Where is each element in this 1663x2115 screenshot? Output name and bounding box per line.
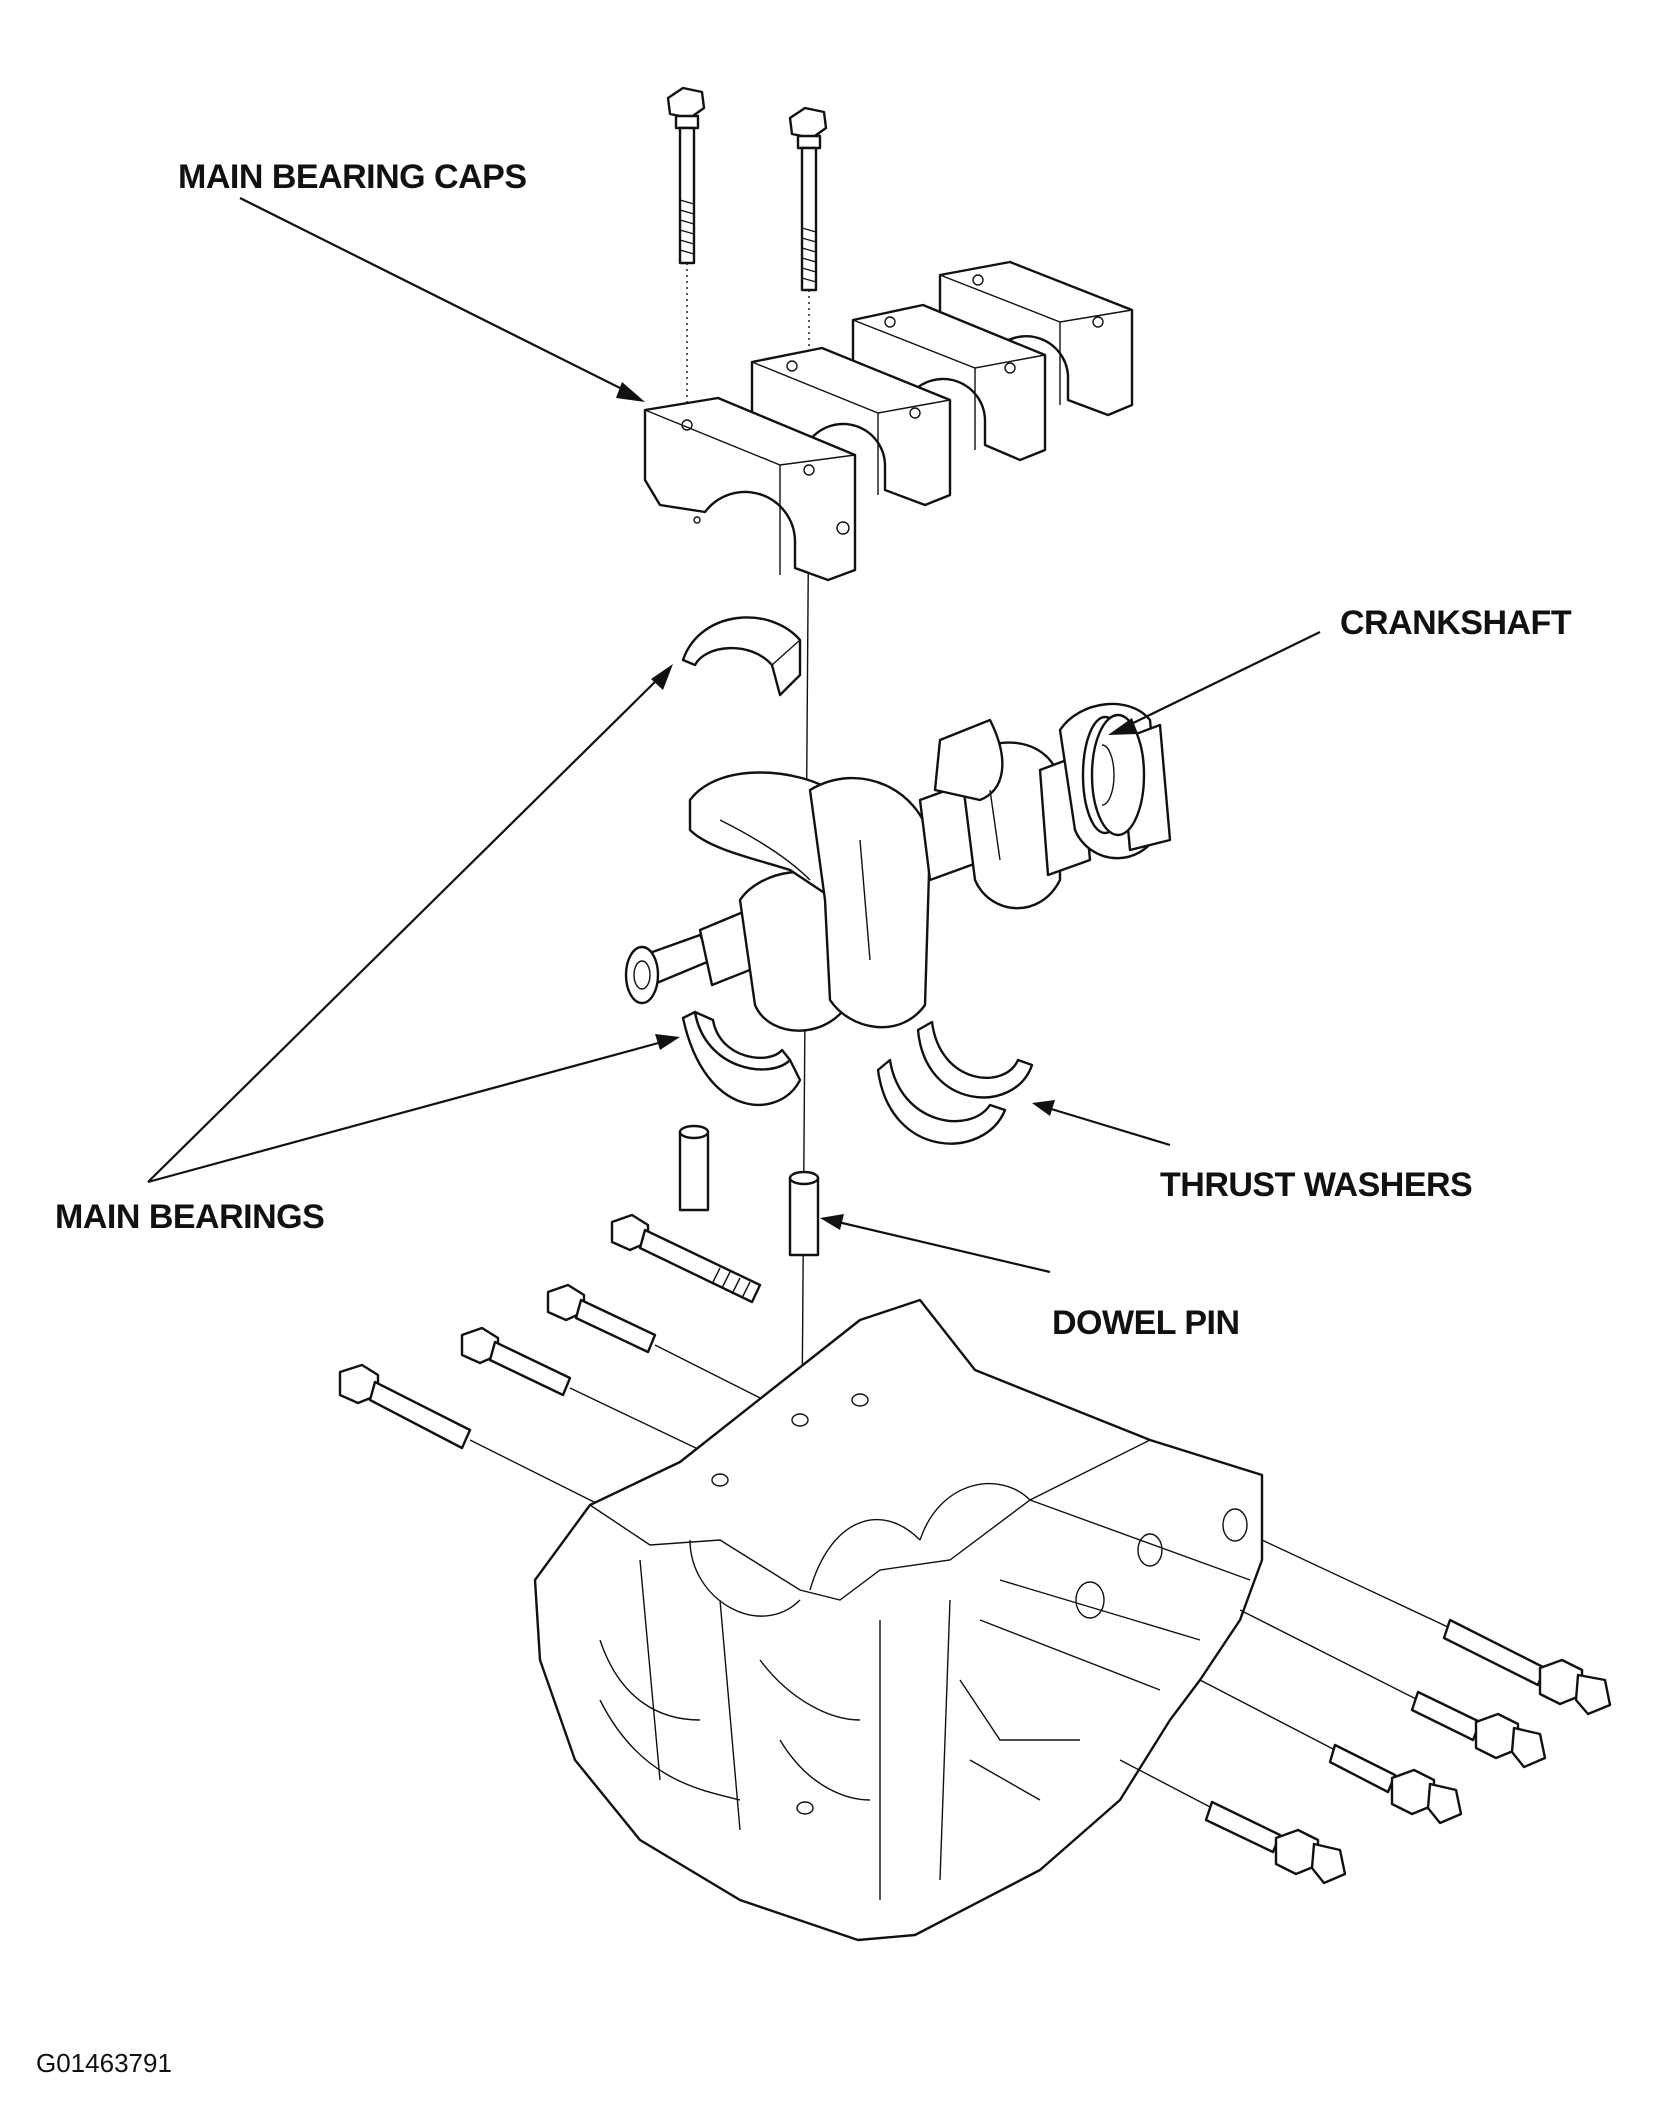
label-dowel-pin: DOWEL PIN (1052, 1304, 1240, 1342)
side-bolts-left (338, 1213, 781, 1506)
cap-bolt-right (788, 106, 828, 292)
dowel-pins (678, 1124, 820, 1257)
label-main-bearing-caps: MAIN BEARING CAPS (178, 158, 527, 196)
main-bearing-cap-2 (750, 346, 952, 507)
side-bolts-right (1119, 1539, 1612, 1885)
upper-main-bearing (681, 616, 802, 697)
cap-bolt-left (666, 86, 706, 265)
thrust-washers (876, 1020, 1034, 1145)
label-thrust-washers: THRUST WASHERS (1160, 1166, 1473, 1204)
label-main-bearings: MAIN BEARINGS (55, 1198, 325, 1236)
label-crankshaft: CRANKSHAFT (1340, 604, 1572, 642)
figure-id: G01463791 (36, 2048, 172, 2078)
main-bearing-cap-1 (643, 396, 857, 582)
crankshaft (624, 702, 1172, 1032)
leader-lines (147, 197, 1321, 1274)
lower-main-bearing (681, 1010, 802, 1107)
engine-block (533, 1298, 1264, 1942)
